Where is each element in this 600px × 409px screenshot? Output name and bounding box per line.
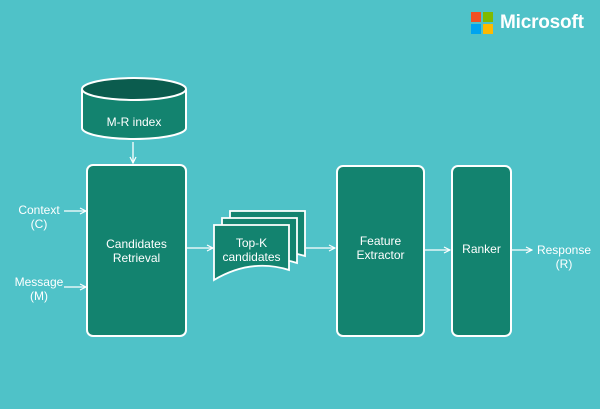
- topk-document-stack: [213, 210, 306, 282]
- logo-square-blue: [471, 24, 481, 34]
- logo-square-red: [471, 12, 481, 22]
- retrieval-box: [86, 164, 187, 337]
- ranker-box: [451, 165, 512, 337]
- brand-name: Microsoft: [500, 12, 584, 33]
- logo-square-green: [483, 12, 493, 22]
- extractor-label: Feature Extractor: [356, 234, 405, 262]
- context-label: Context (C): [18, 203, 60, 231]
- ranker-label: Ranker: [462, 242, 501, 256]
- logo-square-yellow: [483, 24, 493, 34]
- retrieval-label: Candidates Retrieval: [106, 237, 167, 265]
- response-label: Response (R): [536, 243, 592, 271]
- microsoft-logo: Microsoft: [471, 11, 584, 35]
- windows-logo-icon: [471, 12, 493, 34]
- message-label: Message (M): [14, 275, 64, 303]
- topk-label: Top-K candidates: [222, 236, 281, 264]
- index-cylinder: [81, 77, 187, 140]
- extractor-box: [336, 165, 425, 337]
- index-label: M-R index: [106, 115, 162, 129]
